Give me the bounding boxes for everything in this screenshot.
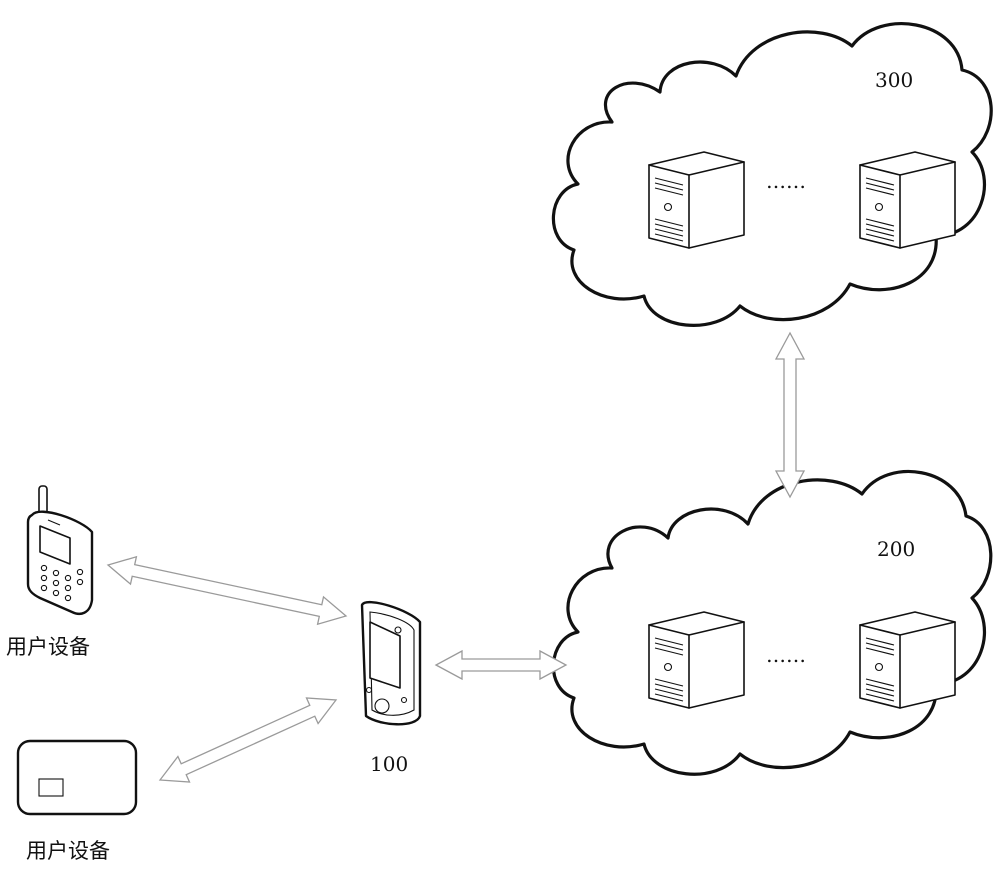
user-device-phone: 用户设备 <box>6 485 94 659</box>
arrow-cloud300-cloud200 <box>774 331 806 499</box>
user-device-card-label: 用户设备 <box>26 839 110 863</box>
user-device-card: 用户设备 <box>16 739 138 863</box>
server-icon <box>648 611 745 709</box>
card-chip-icon <box>38 778 64 797</box>
cloud-300-label: 300 <box>875 68 913 92</box>
ellipsis-separator: …… <box>766 643 806 667</box>
user-device-phone-label: 用户设备 <box>6 635 90 659</box>
connection-arrows <box>106 331 806 783</box>
hub-device-label: 100 <box>370 752 408 776</box>
server-icon <box>859 611 956 709</box>
cloud-200-label: 200 <box>877 537 915 561</box>
mobile-phone-icon <box>26 485 94 615</box>
cloud-200: 200 …… <box>551 469 993 776</box>
hub-device: 100 <box>360 600 422 776</box>
server-icon <box>859 151 956 249</box>
server-icon <box>648 151 745 249</box>
pda-icon <box>360 600 422 726</box>
arrow-hub-cloud200 <box>434 649 568 681</box>
arrow-phone-hub <box>106 555 348 626</box>
cloud-300: 300 …… <box>551 22 993 327</box>
ellipsis-separator: …… <box>766 169 806 193</box>
card-icon <box>16 739 138 816</box>
arrow-card-hub <box>158 697 338 783</box>
